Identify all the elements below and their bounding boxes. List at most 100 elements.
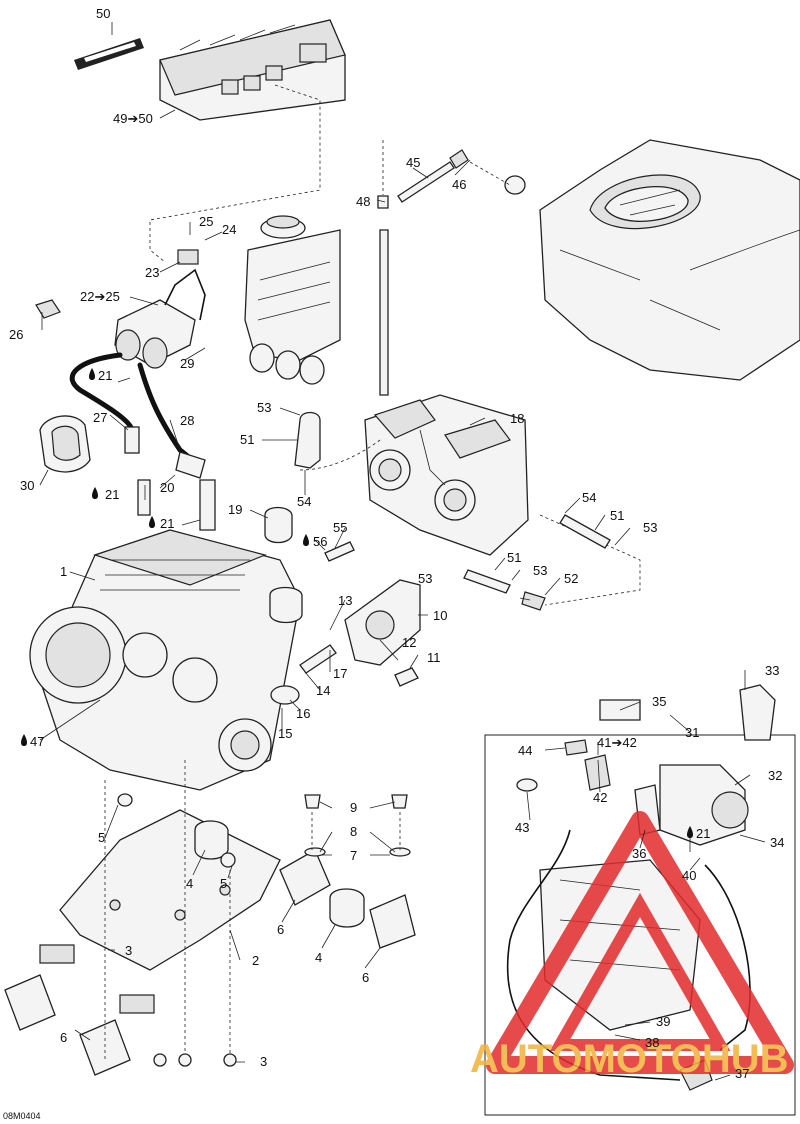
carburetor-assembly [364, 394, 529, 556]
callout-33: 33 [765, 663, 779, 678]
vent-hose [377, 140, 469, 396]
callout-11: 11 [427, 650, 441, 665]
fitting-55 [324, 541, 355, 562]
callout-39: 39 [656, 1014, 670, 1029]
callout-1: 1 [60, 564, 67, 579]
callout-23: 23 [145, 265, 159, 280]
support-6c [369, 894, 416, 949]
callout-13: 13 [338, 593, 352, 608]
callout-17: 17 [333, 666, 347, 681]
spark-plug-cable-27 [69, 352, 135, 433]
callout-30: 30 [20, 478, 34, 493]
watermark-logo: AUTOMOTOHUB [470, 811, 794, 1081]
callout-54-b: 54 [582, 490, 596, 505]
support-6b [279, 849, 331, 906]
callout-41-42: 41➔42 [597, 735, 637, 750]
oil-drop-icon [89, 368, 95, 380]
support-6a-right [79, 1019, 131, 1076]
callout-25: 25 [199, 214, 213, 229]
callout-47: 47 [30, 734, 44, 749]
callout-36: 36 [632, 846, 646, 861]
oil-drop-icon [687, 826, 693, 838]
rubber-mount-4b [329, 888, 365, 928]
callout-44: 44 [518, 743, 532, 758]
callout-34: 34 [770, 835, 784, 850]
callout-6-c: 6 [60, 1030, 67, 1045]
callout-leaders [39, 22, 766, 1081]
callout-20: 20 [160, 480, 174, 495]
adapter-plate [344, 579, 421, 666]
callout-43: 43 [515, 820, 529, 835]
callout-52: 52 [564, 571, 578, 586]
callout-48: 48 [356, 194, 370, 209]
callout-51-a: 51 [240, 432, 254, 447]
callout-4-b: 4 [315, 950, 322, 965]
engine-mount-bracket [59, 809, 281, 971]
callout-21-c: 21 [160, 516, 174, 531]
callout-49-50: 49➔50 [113, 111, 153, 126]
callout-42: 42 [593, 790, 607, 805]
callout-26: 26 [9, 327, 23, 342]
callout-8: 8 [350, 824, 357, 839]
callout-10: 10 [433, 608, 447, 623]
watermark-text: AUTOMOTOHUB [470, 1037, 789, 1081]
oil-drop-icon [92, 487, 98, 499]
fitting-14 [299, 644, 337, 674]
oil-drop-icon [149, 516, 155, 528]
callout-12: 12 [402, 635, 416, 650]
callout-35: 35 [652, 694, 666, 709]
engine-block [29, 479, 301, 791]
callout-31: 31 [685, 725, 699, 740]
oil-drop-icon [303, 534, 309, 546]
spark-plug-cable-28 [137, 362, 198, 465]
callout-19: 19 [228, 502, 242, 517]
support-6a-left [4, 974, 56, 1031]
callout-27: 27 [93, 410, 107, 425]
callout-54-a: 54 [297, 494, 311, 509]
callout-55: 55 [333, 520, 347, 535]
oil-reservoir [244, 215, 341, 385]
decal-50 [74, 38, 144, 70]
callout-3-a: 3 [125, 943, 132, 958]
callout-16: 16 [296, 706, 310, 721]
ignition-coil [114, 249, 206, 369]
callout-46: 46 [452, 177, 466, 192]
callout-28: 28 [180, 413, 194, 428]
callout-21-b: 21 [105, 487, 119, 502]
control-module [159, 19, 346, 121]
connector-26 [35, 299, 61, 319]
callout-40: 40 [682, 868, 696, 883]
callout-3-b: 3 [260, 1054, 267, 1069]
callout-14: 14 [316, 683, 330, 698]
callout-9: 9 [350, 800, 357, 815]
reference-code: 08M0404 [3, 1111, 41, 1121]
callout-21-a: 21 [98, 368, 112, 383]
callout-4-a: 4 [186, 876, 193, 891]
callout-5-a: 5 [98, 830, 105, 845]
callout-45: 45 [406, 155, 420, 170]
callout-51-b: 51 [610, 508, 624, 523]
callout-5-b: 5 [220, 876, 227, 891]
callout-2: 2 [252, 953, 259, 968]
callout-18: 18 [510, 411, 524, 426]
callout-53-c: 53 [418, 571, 432, 586]
callout-53-d: 53 [533, 563, 547, 578]
callout-51-c: 51 [507, 550, 521, 565]
callout-24: 24 [222, 222, 236, 237]
callout-32: 32 [768, 768, 782, 783]
rubber-mount-4a [194, 820, 229, 860]
callout-22-25: 22➔25 [80, 289, 120, 304]
callout-21-d: 21 [696, 826, 710, 841]
callout-38: 38 [645, 1035, 659, 1050]
callout-6-a: 6 [277, 922, 284, 937]
callout-53-a: 53 [257, 400, 271, 415]
clamp-lower [269, 586, 303, 624]
callout-50: 50 [96, 6, 110, 21]
callout-15: 15 [278, 726, 292, 741]
fuel-tank [504, 139, 800, 381]
callout-7: 7 [350, 848, 357, 863]
clamp-19 [264, 506, 293, 544]
hose-51-top [294, 411, 321, 469]
cover-30 [39, 415, 91, 473]
